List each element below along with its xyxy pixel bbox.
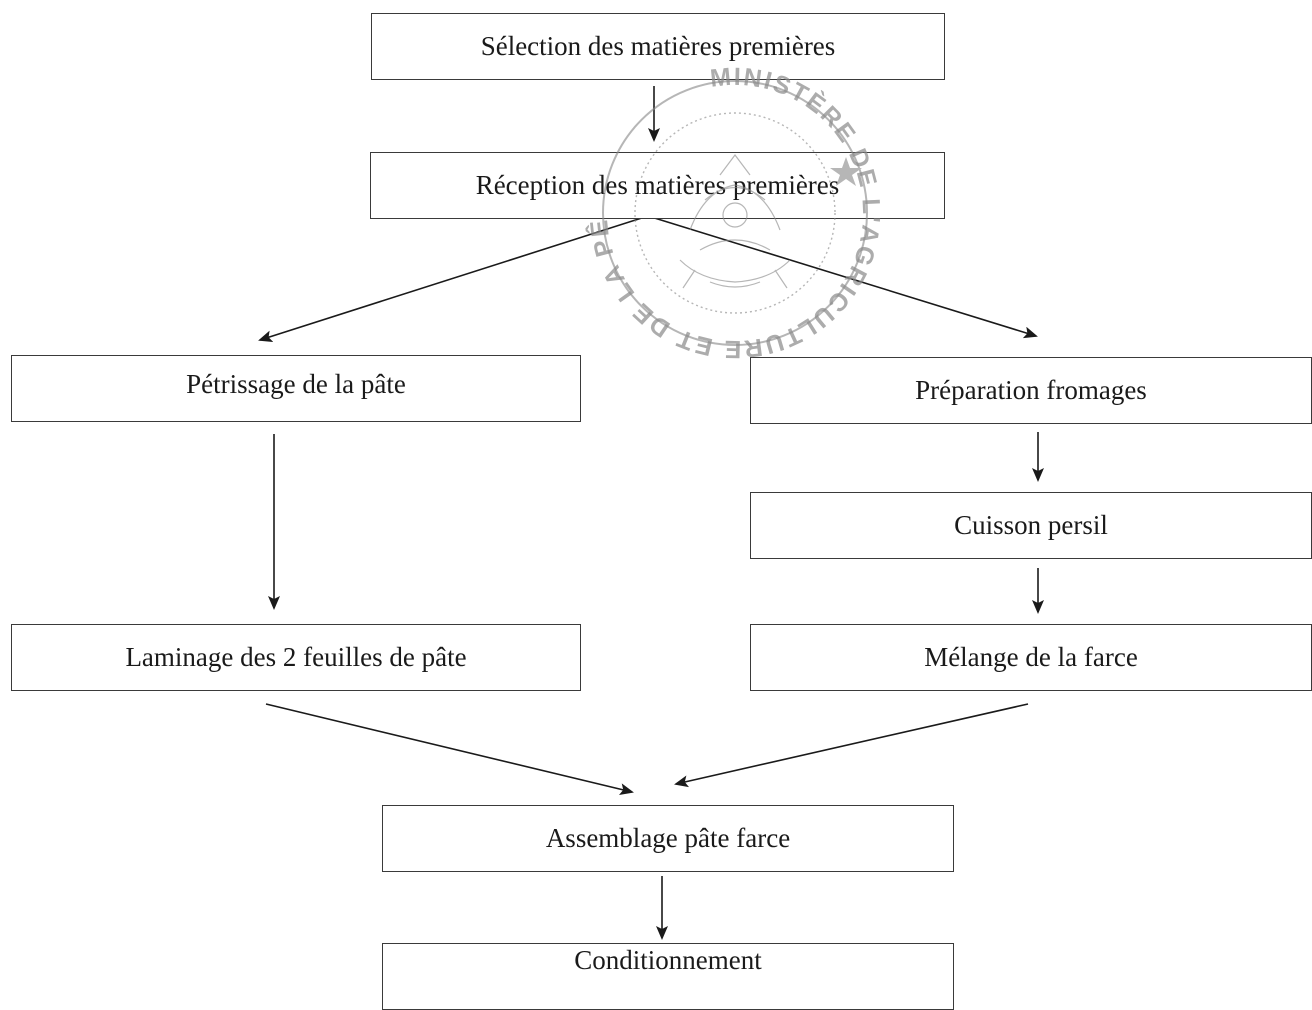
step-conditionnement: Conditionnement <box>382 943 954 1010</box>
step-reception-label: Réception des matières premières <box>475 170 840 200</box>
step-selection-label: Sélection des matières premières <box>480 31 836 61</box>
step-laminage-label: Laminage des 2 feuilles de pâte <box>125 642 467 672</box>
arrow-reception-to-preparation <box>647 215 1038 339</box>
step-selection: Sélection des matières premières <box>371 13 945 80</box>
step-cuisson-label: Cuisson persil <box>954 510 1108 540</box>
arrow-reception-to-petrissage <box>258 215 649 343</box>
step-cuisson: Cuisson persil <box>750 492 1312 559</box>
step-preparation: Préparation fromages <box>750 357 1312 424</box>
step-assemblage-label: Assemblage pâte farce <box>545 823 791 853</box>
step-melange: Mélange de la farce <box>750 624 1312 691</box>
step-petrissage: Pétrissage de la pâte <box>11 355 581 422</box>
step-laminage: Laminage des 2 feuilles de pâte <box>11 624 581 691</box>
step-petrissage-label: Pétrissage de la pâte <box>186 369 406 399</box>
step-melange-label: Mélange de la farce <box>924 642 1138 672</box>
arrow-laminage-to-assemblage <box>265 703 634 796</box>
step-reception: Réception des matières premières <box>370 152 945 219</box>
step-assemblage: Assemblage pâte farce <box>382 805 954 872</box>
step-preparation-label: Préparation fromages <box>915 375 1147 405</box>
arrow-melange-to-assemblage <box>674 703 1029 788</box>
step-conditionnement-label: Conditionnement <box>574 945 762 975</box>
